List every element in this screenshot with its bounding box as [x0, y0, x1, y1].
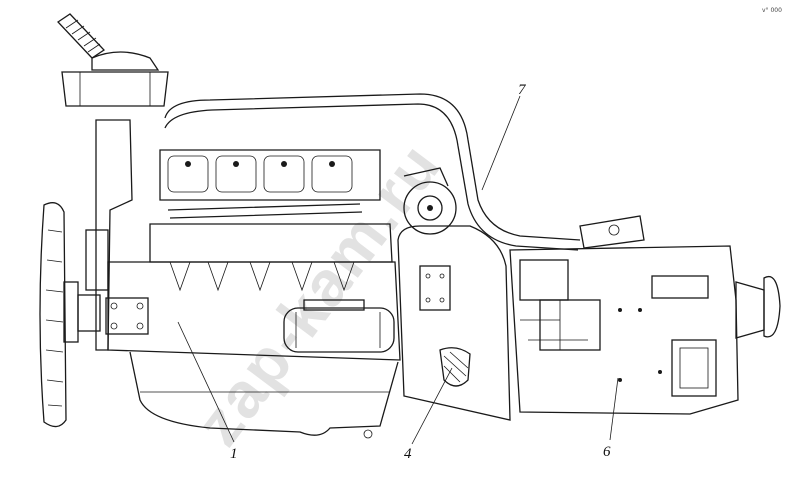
- callout-6-label: 6: [603, 444, 611, 460]
- callout-6: 6: [603, 377, 619, 460]
- callout-7-label: 7: [518, 82, 527, 98]
- callout-4-label: 4: [404, 446, 412, 462]
- starter-motor: [283, 299, 395, 353]
- cooling-fan: [39, 202, 101, 428]
- corner-mark: v° 000: [762, 7, 782, 14]
- gearbox: [509, 215, 781, 415]
- turbocharger: [403, 167, 457, 235]
- callout-1: 1: [177, 321, 238, 462]
- clutch-housing: [397, 225, 511, 421]
- air-intake-bellows: [56, 13, 169, 107]
- engine-block: [85, 93, 581, 439]
- callout-7: 7: [481, 82, 527, 191]
- callout-4: 4: [404, 367, 453, 462]
- callout-1-label: 1: [230, 446, 238, 462]
- watermark: zap-kam.ru: [182, 129, 455, 458]
